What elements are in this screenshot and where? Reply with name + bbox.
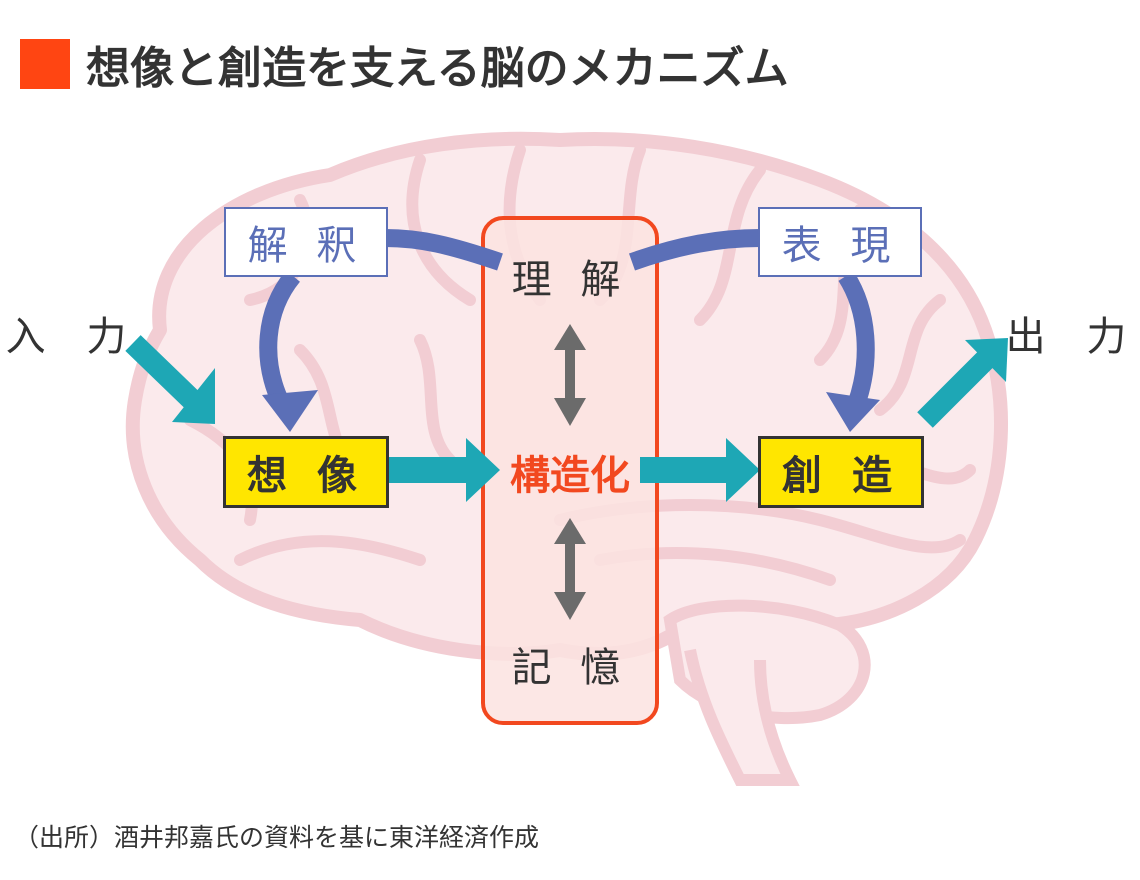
arrow-head-creation-teal (726, 438, 760, 502)
arrow-structuring-to-creation-shaft (640, 457, 730, 483)
node-input: 入 力 (5, 314, 141, 360)
node-output: 出 力 (1005, 314, 1140, 360)
arrow-head-output (965, 338, 1008, 382)
arrow-interpretation-to-imagination (259, 270, 301, 409)
title-bar: 想像と創造を支える脳のメカニズム (20, 38, 789, 94)
node-structuring: 構造化 (510, 453, 630, 499)
arrow-understanding-structuring (554, 324, 586, 426)
node-interpretation: 解 釈 (224, 207, 388, 277)
arrow-structuring-memory (554, 518, 586, 620)
diagram-title: 想像と創造を支える脳のメカニズム (86, 43, 789, 94)
node-imagination: 想 像 (223, 436, 389, 508)
arrow-head-creation-blue (826, 392, 880, 432)
arrow-head-structuring (466, 438, 500, 502)
brain-stem (684, 648, 800, 786)
arrow-creation-to-output (917, 349, 996, 428)
arrow-understanding-to-interpretation (384, 229, 503, 271)
node-creation: 創 造 (758, 436, 924, 508)
arrow-head-input (172, 368, 215, 424)
source-note: （出所）酒井邦嘉氏の資料を基に東洋経済作成 (14, 823, 540, 852)
arrow-head-imagination (262, 390, 318, 432)
arrow-input-to-imagination (125, 335, 200, 408)
node-memory: 記 憶 (511, 645, 629, 691)
node-understanding: 理 解 (511, 257, 629, 303)
node-expression: 表 現 (758, 207, 922, 277)
arrow-imagination-to-structuring-shaft (386, 457, 472, 483)
title-marker-square (20, 39, 70, 89)
arrow-understanding-to-expression (628, 229, 761, 271)
arrow-expression-to-creation (838, 271, 875, 409)
